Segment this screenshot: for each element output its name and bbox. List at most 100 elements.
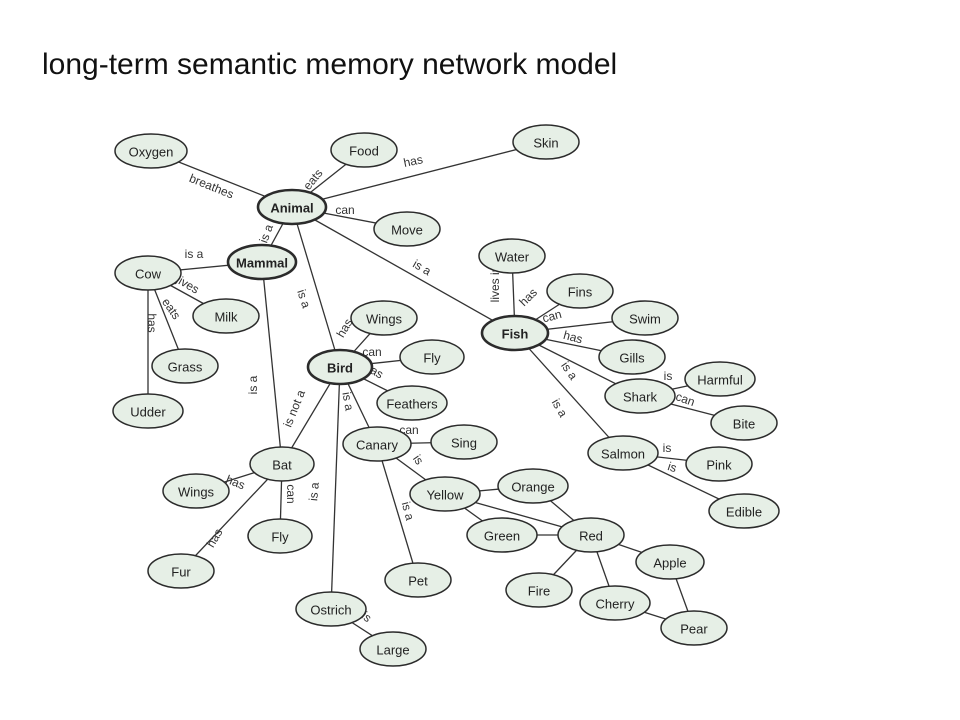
- node-shape-move: [373, 211, 441, 247]
- node-ostrich: Ostrich: [295, 591, 367, 627]
- edge-label-canary-yellow: is: [410, 452, 426, 467]
- edge-label-animal-food: eats: [300, 166, 325, 192]
- node-shape-fish: [480, 314, 550, 352]
- edge-label-animal-skin: has: [402, 152, 424, 170]
- edge-label-shark-bite: can: [674, 389, 697, 409]
- node-water: Water: [478, 238, 546, 274]
- node-label-mammal: Mammal: [236, 256, 288, 271]
- node-shape-feathers: [376, 385, 448, 421]
- node-shape-cow: [114, 255, 182, 291]
- node-shape-wings2: [162, 473, 230, 509]
- node-fish: Fish: [480, 314, 550, 352]
- node-label-salmon: Salmon: [601, 447, 645, 462]
- node-grass: Grass: [151, 348, 219, 384]
- node-label-feathers: Feathers: [386, 397, 438, 412]
- node-label-oxygen: Oxygen: [129, 145, 174, 160]
- node-shape-apple: [635, 544, 705, 580]
- node-label-harmful: Harmful: [697, 373, 743, 388]
- node-shape-water: [478, 238, 546, 274]
- node-sing: Sing: [430, 424, 498, 460]
- node-shape-udder: [112, 393, 184, 429]
- edge-bird-animal: [291, 206, 341, 368]
- edge-label-fish-swim: can: [541, 307, 563, 326]
- node-label-cow: Cow: [135, 267, 162, 282]
- node-label-animal: Animal: [270, 201, 313, 216]
- node-label-orange: Orange: [511, 480, 554, 495]
- edge-label-bat-fur: has: [204, 526, 226, 550]
- node-label-sing: Sing: [451, 436, 477, 451]
- node-yellow: Yellow: [409, 476, 481, 512]
- node-harmful: Harmful: [684, 361, 756, 397]
- edge-label-salmon-edible: is: [666, 459, 679, 475]
- node-move: Move: [373, 211, 441, 247]
- node-label-fly1: Fly: [423, 351, 441, 366]
- node-shape-fins: [546, 273, 614, 309]
- node-salmon: Salmon: [587, 435, 659, 471]
- node-fins: Fins: [546, 273, 614, 309]
- node-label-ostrich: Ostrich: [310, 603, 351, 618]
- node-shape-yellow: [409, 476, 481, 512]
- node-shape-oxygen: [114, 133, 188, 169]
- node-shape-fly2: [247, 518, 313, 554]
- node-label-green: Green: [484, 529, 520, 544]
- node-shape-food: [330, 132, 398, 168]
- edge-label-fish-gills: has: [562, 328, 584, 347]
- node-animal: Animal: [256, 188, 328, 226]
- node-label-large: Large: [376, 643, 409, 658]
- edge-label-bat-bird: is not a: [281, 388, 309, 429]
- edge-label-bat-wings2: has: [224, 472, 247, 492]
- node-label-fur: Fur: [171, 565, 191, 580]
- node-udder: Udder: [112, 393, 184, 429]
- node-label-gills: Gills: [619, 351, 645, 366]
- node-bite: Bite: [710, 405, 778, 441]
- node-label-fly2: Fly: [271, 530, 289, 545]
- node-shape-gills: [598, 339, 666, 375]
- node-shape-fly1: [399, 339, 465, 375]
- node-pear: Pear: [660, 610, 728, 646]
- node-apple: Apple: [635, 544, 705, 580]
- node-oxygen: Oxygen: [114, 133, 188, 169]
- node-canary: Canary: [342, 426, 412, 462]
- node-label-grass: Grass: [168, 360, 203, 375]
- node-shape-ostrich: [295, 591, 367, 627]
- node-shape-cherry: [579, 585, 651, 621]
- node-shape-grass: [151, 348, 219, 384]
- node-shape-mammal: [226, 243, 298, 281]
- node-shape-edible: [708, 493, 780, 529]
- edge-label-cow-mammal: is a: [185, 247, 204, 261]
- edge-label-bat-fly2: can: [284, 484, 298, 503]
- node-label-bite: Bite: [733, 417, 755, 432]
- node-green: Green: [466, 517, 538, 553]
- node-shape-milk: [192, 298, 260, 334]
- node-feathers: Feathers: [376, 385, 448, 421]
- node-shape-bat: [249, 446, 315, 482]
- node-shape-bite: [710, 405, 778, 441]
- edge-label-shark-fish: is a: [558, 359, 580, 383]
- node-label-pink: Pink: [706, 458, 732, 473]
- node-shape-fur: [147, 553, 215, 589]
- node-milk: Milk: [192, 298, 260, 334]
- node-edible: Edible: [708, 493, 780, 529]
- node-label-bat: Bat: [272, 458, 292, 473]
- edge-label-canary-pet: is a: [399, 500, 417, 522]
- node-fly1: Fly: [399, 339, 465, 375]
- node-label-pear: Pear: [680, 622, 708, 637]
- node-label-fins: Fins: [568, 285, 593, 300]
- node-cow: Cow: [114, 255, 182, 291]
- edge-label-fish-fins: has: [516, 285, 540, 309]
- node-shape-salmon: [587, 435, 659, 471]
- node-label-swim: Swim: [629, 312, 661, 327]
- node-shape-green: [466, 517, 538, 553]
- edge-label-salmon-pink: is: [663, 441, 672, 455]
- node-orange: Orange: [497, 468, 569, 504]
- node-shape-skin: [512, 124, 580, 160]
- node-fur: Fur: [147, 553, 215, 589]
- node-label-bird: Bird: [327, 361, 353, 376]
- edge-canary-pet: [376, 443, 419, 581]
- node-shape-pink: [685, 446, 753, 482]
- edge-label-salmon-fish: is a: [549, 396, 571, 419]
- node-wings2: Wings: [162, 473, 230, 509]
- edge-label-fish-water: lives in: [488, 266, 502, 303]
